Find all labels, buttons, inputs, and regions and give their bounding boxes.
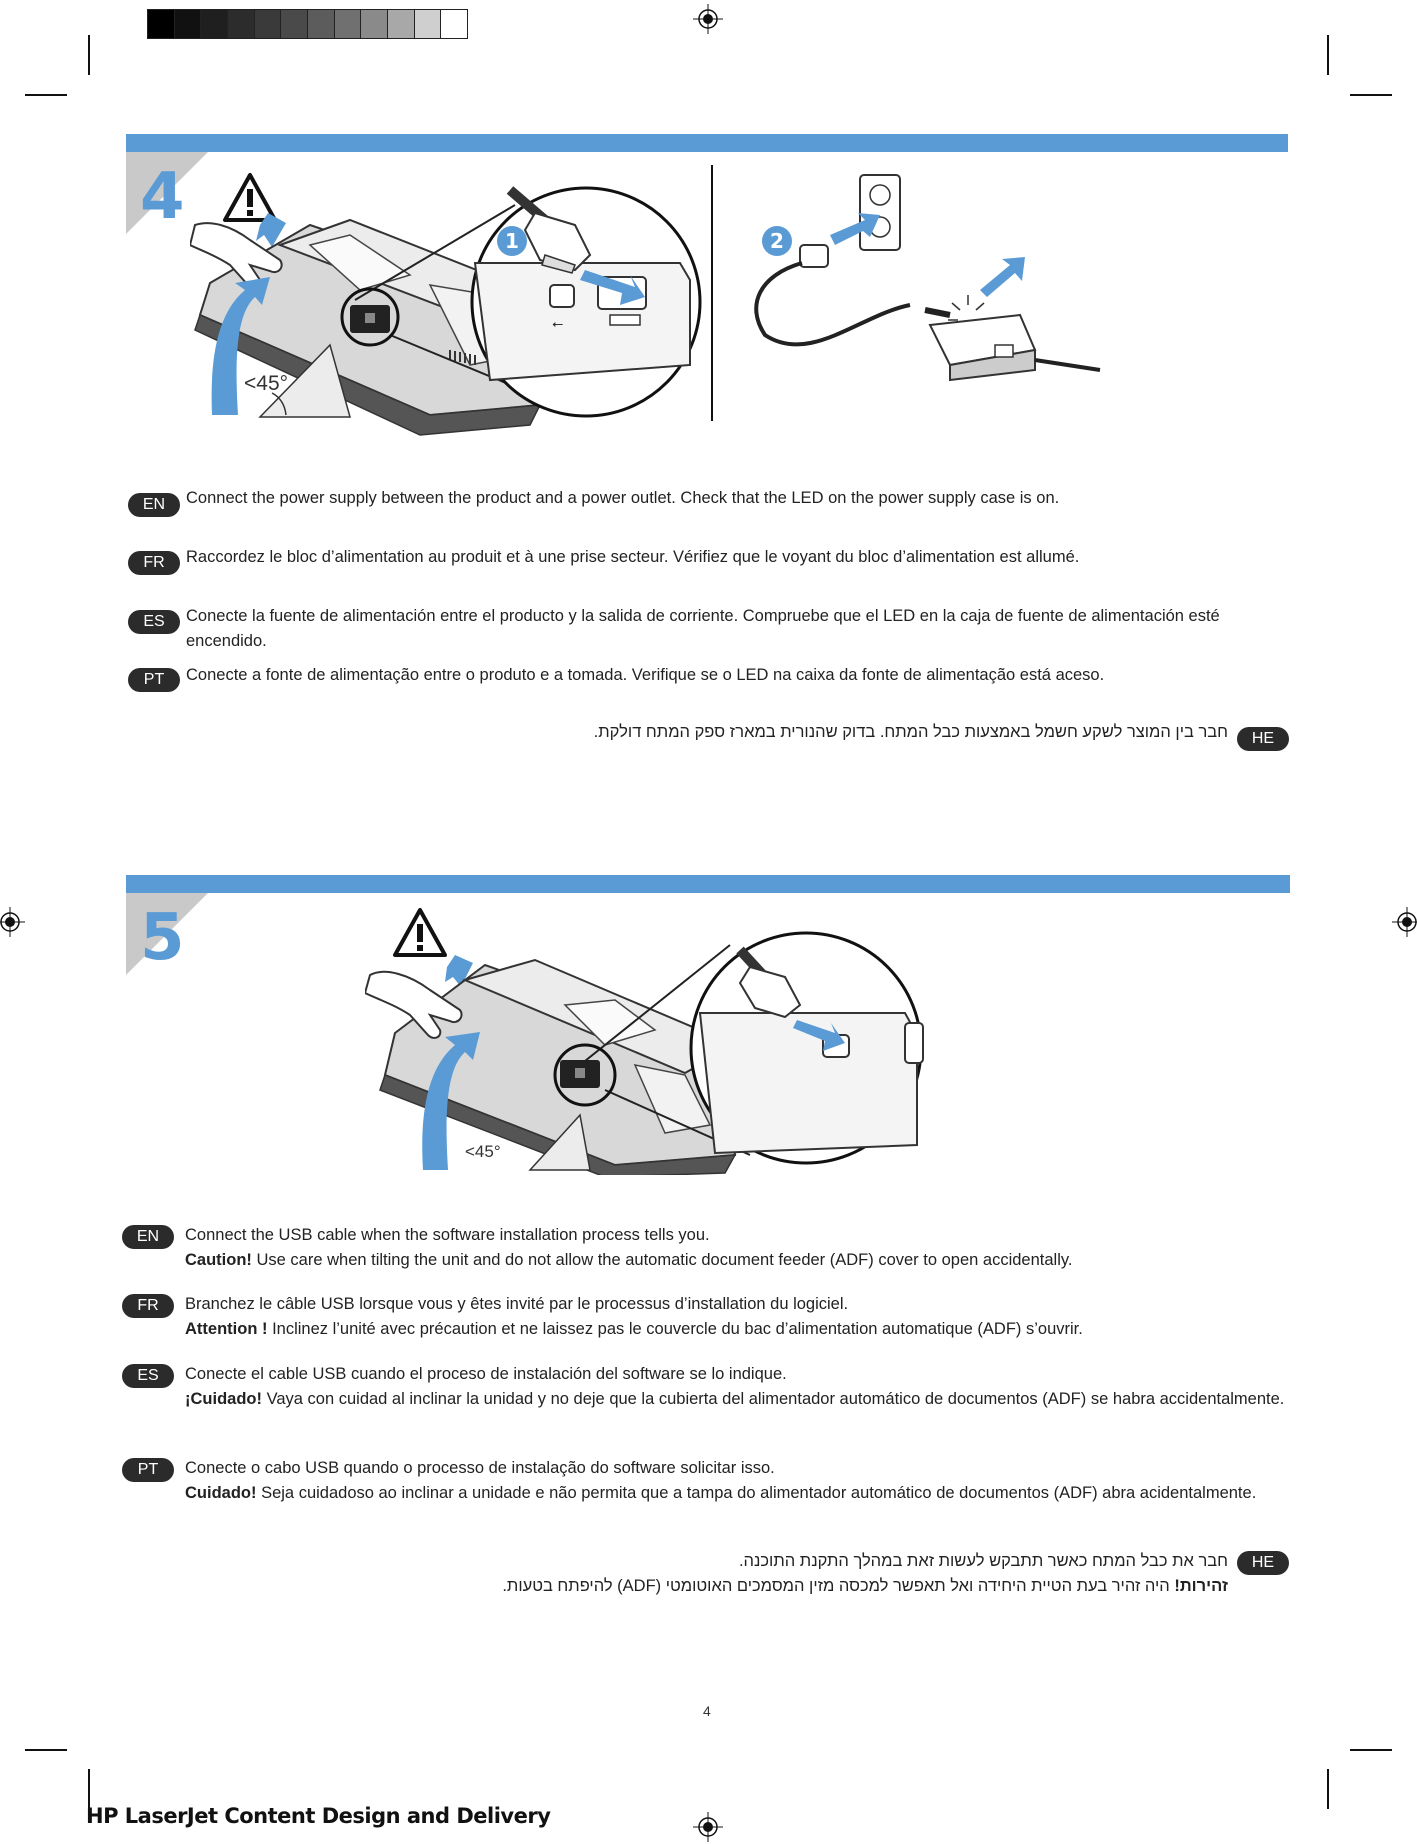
insert-arrow-icon (580, 270, 645, 305)
step-5-pt-line1: Conecte o cabo USB quando o processo de … (185, 1459, 775, 1477)
hand-drawing (365, 970, 463, 1039)
power-cord-drawing (754, 244, 1101, 382)
step-5-text-es: Conecte el cable USB cuando el proceso d… (185, 1362, 1295, 1412)
calibration-swatch (280, 10, 308, 38)
lang-badge-en: EN (122, 1225, 174, 1249)
led-pointer-arrow-icon (980, 257, 1025, 297)
lang-badge-he: HE (1237, 727, 1289, 751)
step-5-en-caution: Caution! Use care when tilting the unit … (185, 1248, 1295, 1273)
callout-2-badge (762, 226, 792, 256)
step-4-text-pt: Conecte a fonte de alimentação entre o p… (186, 666, 1105, 684)
warning-icon (223, 173, 277, 222)
color-calibration-bar (147, 9, 468, 39)
calibration-swatch (227, 10, 254, 38)
caution-text: Seja cuidadoso ao inclinar a unidade e n… (256, 1484, 1257, 1502)
registration-mark-icon (1392, 907, 1417, 937)
step-5-pt-caution: Cuidado! Seja cuidadoso ao inclinar a un… (185, 1481, 1295, 1506)
step-5-text-pt: Conecte o cabo USB quando o processo de … (185, 1456, 1295, 1506)
step-5-header-bar (126, 875, 1290, 893)
lang-badge-es: ES (122, 1364, 174, 1388)
caution-label: ¡Cuidado! (185, 1390, 262, 1408)
registration-mark-icon (693, 1812, 723, 1842)
caution-text: Use care when tilting the unit and do no… (251, 1251, 1073, 1269)
svg-text:⭠: ⭠ (552, 316, 563, 332)
plug-in-arrow-icon (830, 213, 880, 245)
crop-mark (1350, 94, 1392, 96)
lang-badge-en: EN (128, 493, 180, 517)
step-5-en-line1: Connect the USB cable when the software … (185, 1226, 710, 1244)
caution-label: Attention ! (185, 1320, 268, 1338)
callout-1-label: 1 (505, 229, 519, 253)
step-5-fr-caution: Attention ! Inclinez l’unité avec précau… (185, 1317, 1295, 1342)
lang-badge-he: HE (1237, 1551, 1289, 1575)
calibration-swatch (440, 10, 468, 38)
warning-icon (393, 908, 447, 957)
step-5-angle-label: <45° (465, 1142, 501, 1161)
caution-text: Inclinez l’unité avec précaution et ne l… (267, 1320, 1083, 1338)
step-4-header-bar (126, 134, 1288, 152)
step-5-fr-line1: Branchez le câble USB lorsque vous y ête… (185, 1295, 849, 1313)
calibration-swatch (413, 10, 441, 38)
calibration-swatch (148, 10, 174, 38)
caution-text: Vaya con cuidad al inclinar la unidad y … (261, 1390, 1285, 1408)
power-outlet-icon (859, 174, 901, 251)
caution-text: היה זהיר בעת הטיית היחידה ואל תאפשר למכס… (502, 1577, 1175, 1595)
crop-mark (1327, 35, 1329, 75)
hand-drawing (190, 222, 283, 289)
step-5-text-he: חבר את כבל המתח כאשר תתבקש לעשות זאת במה… (300, 1549, 1228, 1599)
step-4-text-he: חבר בין המוצר לשקע חשמל באמצעות כבל המתח… (593, 723, 1228, 741)
registration-mark-icon (0, 907, 25, 937)
calibration-swatch (253, 10, 281, 38)
callout-2-label: 2 (770, 229, 784, 253)
callout-1-badge (497, 226, 527, 256)
step-5-corner-triangle (126, 893, 208, 975)
lang-badge-pt: PT (122, 1458, 174, 1482)
step-4-illustration: ⭠ 1 2 (190, 165, 1101, 436)
crop-mark (1350, 1749, 1392, 1751)
step-4-text-en: Connect the power supply between the pro… (186, 489, 1060, 507)
step-4-number: 4 (140, 160, 185, 234)
calibration-swatch (333, 10, 361, 38)
lang-badge-fr: FR (122, 1294, 174, 1318)
lang-badge-es: ES (128, 610, 180, 634)
calibration-swatch (307, 10, 334, 38)
tilt-arrow-icon (211, 277, 270, 415)
arrow-down-icon (445, 955, 473, 987)
caution-label: Caution! (185, 1251, 252, 1269)
calibration-swatch (387, 10, 414, 38)
lang-badge-pt: PT (128, 668, 180, 692)
tilt-arrow-icon (422, 1032, 480, 1170)
step-5-es-caution: ¡Cuidado! Vaya con cuidad al inclinar la… (185, 1387, 1295, 1412)
step-5-text-fr: Branchez le câble USB lorsque vous y ête… (185, 1292, 1295, 1342)
crop-mark (88, 1769, 90, 1809)
crop-mark (88, 35, 90, 75)
registration-mark-icon (693, 4, 723, 34)
footer-credit: HP LaserJet Content Design and Delivery (86, 1804, 551, 1828)
crop-mark (1327, 1769, 1329, 1809)
arrow-down-icon (256, 213, 286, 247)
step-5-text-en: Connect the USB cable when the software … (185, 1223, 1295, 1273)
step-5-number: 5 (140, 901, 185, 975)
step-4-text-es: Conecte la fuente de alimentación entre … (186, 607, 1220, 650)
step-5-illustration (365, 908, 924, 1175)
caution-label: זהירות! (1174, 1577, 1228, 1595)
usb-plug-icon (736, 946, 802, 1019)
calibration-swatch (360, 10, 388, 38)
step-4-corner-triangle (126, 152, 208, 234)
insert-arrow-icon (793, 1020, 845, 1051)
crop-mark (25, 94, 67, 96)
calibration-swatch (200, 10, 228, 38)
usb-plug-icon (506, 186, 592, 274)
step-5-he-line1: חבר את כבל המתח כאשר תתבקש לעשות זאת במה… (738, 1552, 1228, 1570)
step-4-angle-label: <45° (244, 372, 289, 395)
step-5-es-line1: Conecte el cable USB cuando el proceso d… (185, 1365, 787, 1383)
crop-mark (25, 1749, 67, 1751)
lang-badge-fr: FR (128, 551, 180, 575)
page-number: 4 (703, 1703, 711, 1719)
caution-label: Cuidado! (185, 1484, 257, 1502)
led-glow-icon (948, 295, 985, 321)
calibration-swatch (173, 10, 201, 38)
step-5-he-caution: זהירות! היה זהיר בעת הטיית היחידה ואל תא… (300, 1574, 1228, 1599)
step-4-text-fr: Raccordez le bloc d’alimentation au prod… (186, 548, 1080, 566)
